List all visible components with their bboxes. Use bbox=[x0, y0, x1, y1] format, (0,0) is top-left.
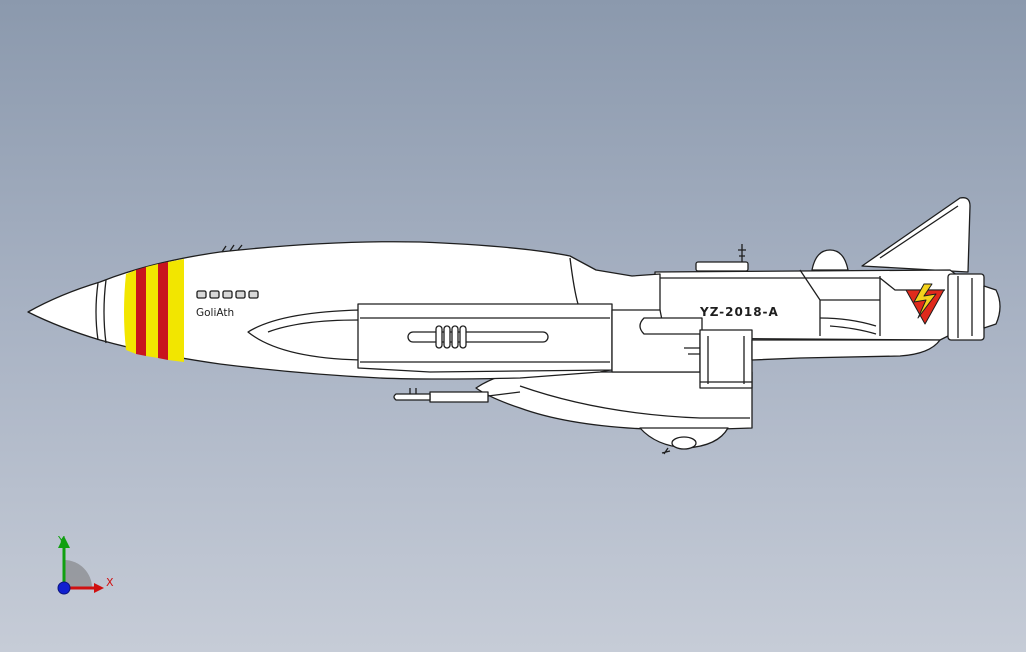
weapon-module-line bbox=[360, 317, 610, 363]
engine-block bbox=[947, 273, 985, 341]
tail-fin-edge bbox=[879, 205, 959, 259]
side-intake-inner bbox=[267, 319, 359, 333]
bracket-box bbox=[699, 329, 753, 389]
bracket-detail bbox=[700, 336, 752, 384]
rear-shell-lines bbox=[819, 317, 877, 335]
porthole bbox=[196, 290, 207, 299]
stripe-yellow-3 bbox=[168, 259, 184, 362]
engine-band bbox=[957, 276, 973, 338]
lightning-emblem-icon bbox=[905, 283, 945, 325]
under-pod-bulb bbox=[671, 436, 697, 450]
stripe-yellow-2 bbox=[146, 264, 158, 358]
porthole bbox=[209, 290, 220, 299]
mount-cylinder bbox=[639, 317, 703, 335]
axis-x-label: X bbox=[106, 576, 114, 589]
stripe-red-1 bbox=[136, 267, 146, 356]
roof-dome bbox=[811, 249, 849, 271]
ventral-fairing-line bbox=[519, 385, 750, 419]
under-cannon-link bbox=[409, 388, 521, 397]
antenna-under bbox=[661, 447, 671, 455]
barrel-slot bbox=[407, 331, 549, 343]
engine-nozzle bbox=[983, 285, 1001, 329]
axis-triad-icon: Y X bbox=[57, 534, 114, 595]
serial-label: YZ-2018-A bbox=[699, 305, 779, 319]
porthole bbox=[248, 290, 259, 299]
mount-detail bbox=[684, 347, 700, 355]
axis-y-label: Y bbox=[57, 534, 65, 547]
nose-ring-1 bbox=[95, 282, 99, 341]
porthole bbox=[222, 290, 233, 299]
under-cannon bbox=[429, 391, 489, 403]
porthole bbox=[235, 290, 246, 299]
nose-vent bbox=[221, 244, 243, 253]
nose-ring-2 bbox=[103, 279, 107, 344]
spring-coil bbox=[435, 325, 467, 349]
rear-side-shell bbox=[751, 339, 941, 361]
roof-antenna bbox=[738, 244, 746, 262]
roof-rail bbox=[695, 261, 749, 272]
stripe-yellow-1 bbox=[124, 270, 136, 354]
stripe-red-2 bbox=[158, 262, 168, 360]
under-cannon-tip bbox=[393, 393, 431, 401]
hull-name-label: GoliAth bbox=[196, 307, 234, 319]
